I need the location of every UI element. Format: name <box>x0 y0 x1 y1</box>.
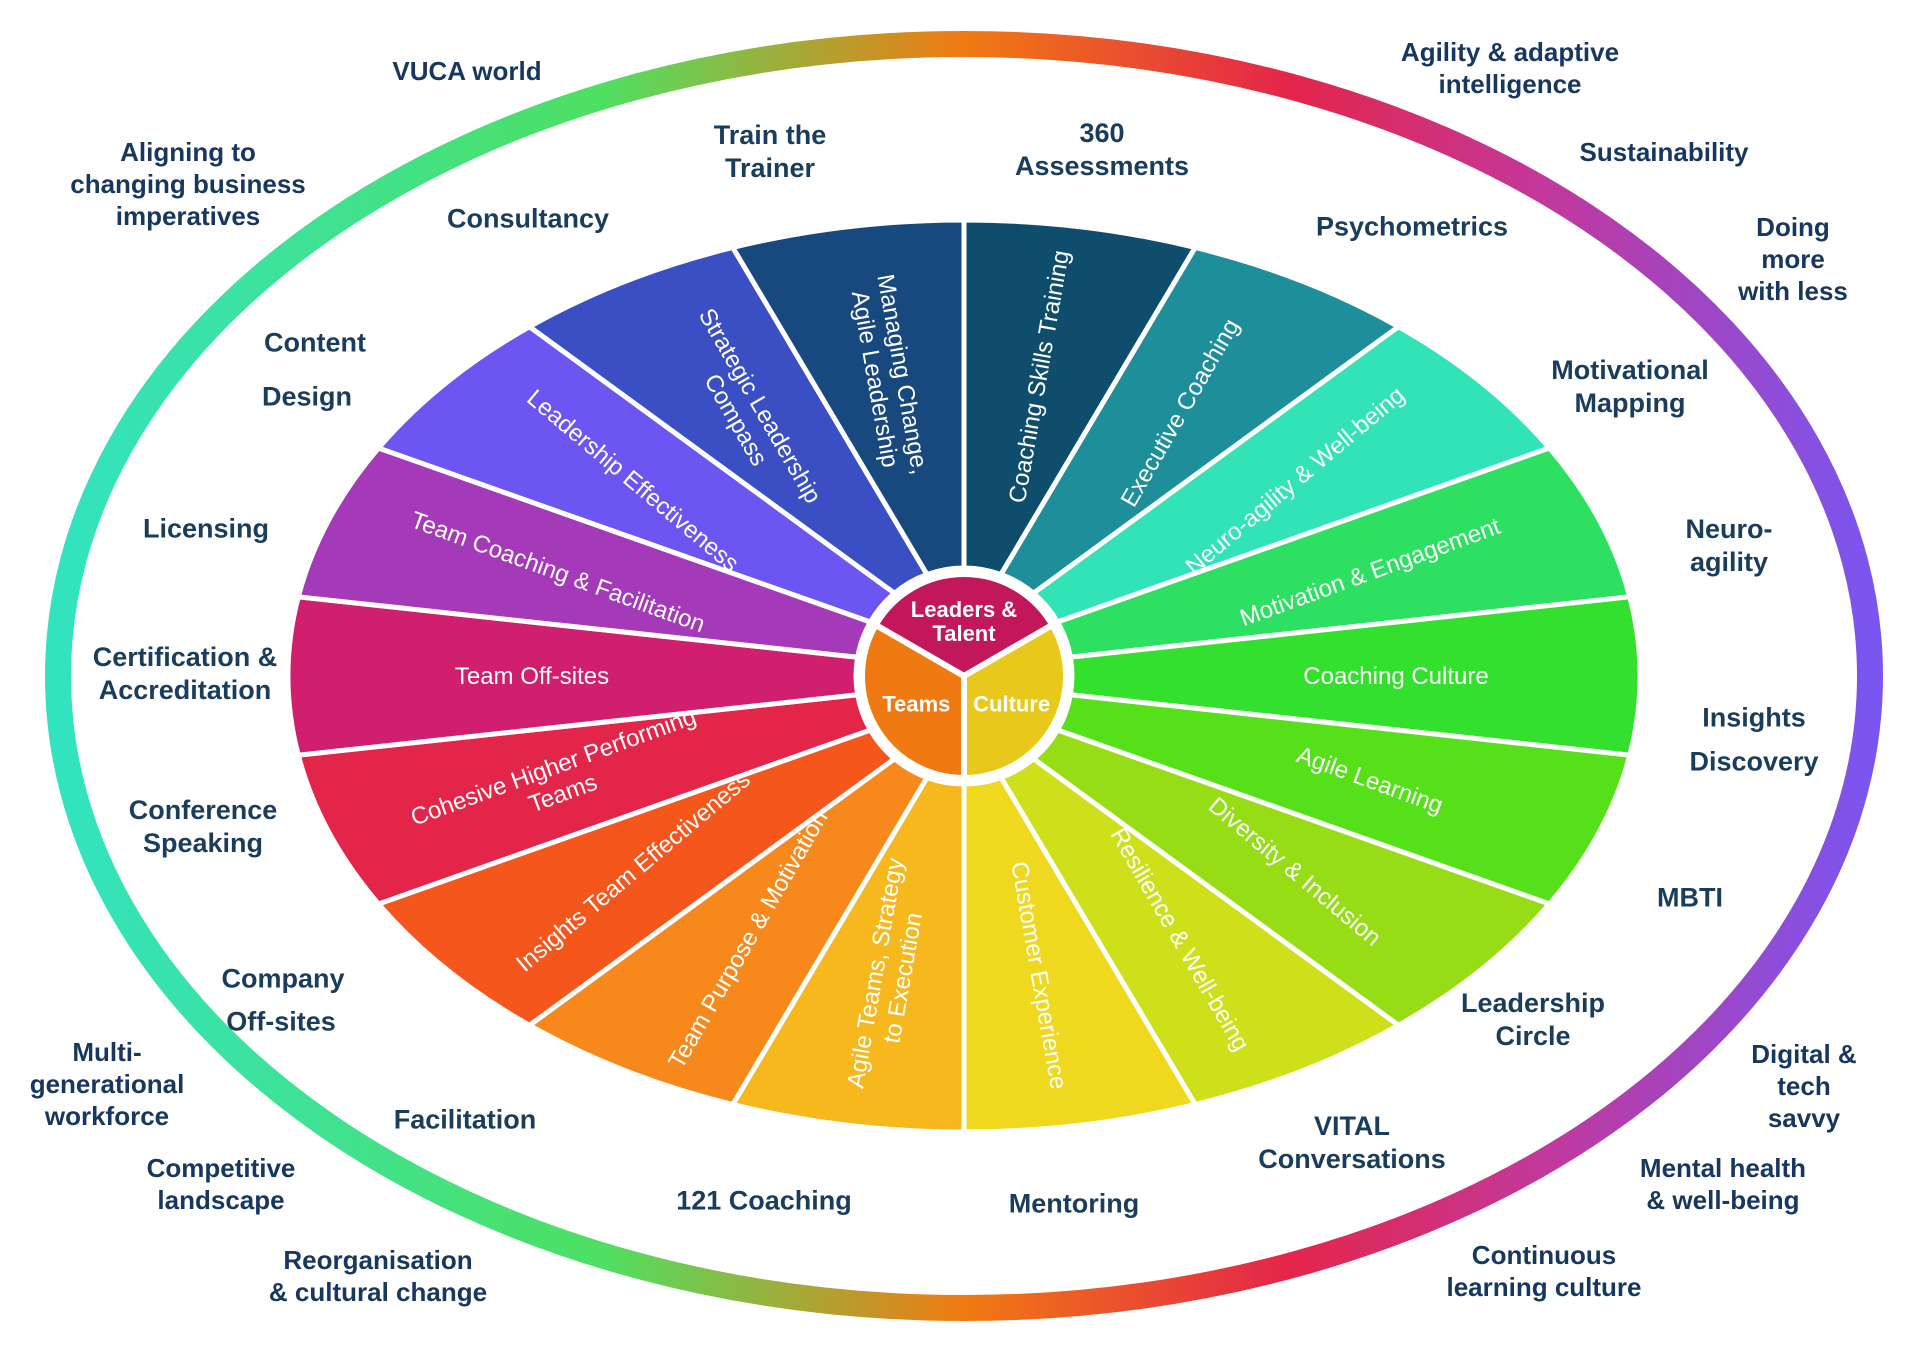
tool-label: Mentoring <box>1008 1188 1140 1219</box>
context-label: Continuous learning culture <box>1446 1240 1642 1302</box>
core-culture-label: Culture <box>973 692 1050 717</box>
tool-label: 121 Coaching <box>676 1185 852 1216</box>
context-label: Mental health & well-being <box>1639 1153 1807 1215</box>
tool-label: MBTI <box>1657 882 1723 913</box>
context-label: Doing more with less <box>1738 212 1848 306</box>
context-label: Aligning to changing business imperative… <box>70 137 306 231</box>
segment-15 <box>295 445 875 660</box>
tool-label: Motivational Mapping <box>1551 355 1709 418</box>
segment-10 <box>728 774 967 1135</box>
segment-9 <box>961 774 1200 1135</box>
tool-label: Train the Trainer <box>713 120 827 183</box>
tool-label: Conference Speaking <box>128 795 278 858</box>
segment-1 <box>961 217 1200 578</box>
segment-5 <box>1067 594 1643 758</box>
segment-14 <box>285 594 861 758</box>
segment-label-14: Team Off-sites <box>455 663 609 690</box>
segment-8 <box>997 755 1404 1108</box>
tool-label: Off-sites <box>226 1006 336 1037</box>
core-leaders-label: Leaders &Talent <box>911 597 1017 646</box>
context-label: Competitive landscape <box>146 1153 296 1215</box>
segment-18 <box>728 217 967 578</box>
segment-17 <box>524 244 931 597</box>
context-label: Reorganisation & cultural change <box>268 1245 488 1307</box>
tool-label: Licensing <box>142 513 270 544</box>
tool-label: Leadership Circle <box>1460 988 1606 1051</box>
segment-12 <box>374 726 899 1029</box>
segment-label-5: Coaching Culture <box>1303 663 1488 690</box>
outer-gradient-ring <box>45 31 1883 1321</box>
segment-13 <box>295 692 875 907</box>
tool-label: Design <box>261 381 353 412</box>
context-label: Sustainability <box>1579 137 1749 167</box>
segment-7 <box>1029 726 1554 1029</box>
context-label: Digital & tech savvy <box>1751 1039 1857 1133</box>
tool-label: VITAL Conversations <box>1258 1111 1446 1174</box>
tool-label: Insights <box>1702 702 1806 733</box>
segment-6 <box>1053 692 1633 907</box>
context-label: Multi- generational workforce <box>29 1037 185 1131</box>
segment-11 <box>524 755 931 1108</box>
segment-4 <box>1053 445 1633 660</box>
core-culture-wedge <box>961 620 1069 782</box>
tool-label: Psychometrics <box>1315 211 1509 242</box>
tool-label: Certification & Accreditation <box>92 642 278 705</box>
tool-label: Neuro- agility <box>1685 514 1773 577</box>
tool-label: 360 Assessments <box>1014 118 1190 181</box>
tool-label: Discovery <box>1689 746 1819 777</box>
tool-label: Consultancy <box>446 203 610 234</box>
core-teams-label: Teams <box>882 692 950 717</box>
segment-16 <box>374 323 899 626</box>
context-label: VUCA world <box>392 56 542 86</box>
tool-label: Content <box>264 327 366 358</box>
segment-2 <box>997 244 1404 597</box>
context-label: Agility & adaptive intelligence <box>1400 37 1620 99</box>
segment-3 <box>1029 323 1554 626</box>
core-teams-wedge <box>859 620 967 782</box>
tool-label: Company <box>221 963 345 994</box>
tool-label: Facilitation <box>393 1104 537 1135</box>
